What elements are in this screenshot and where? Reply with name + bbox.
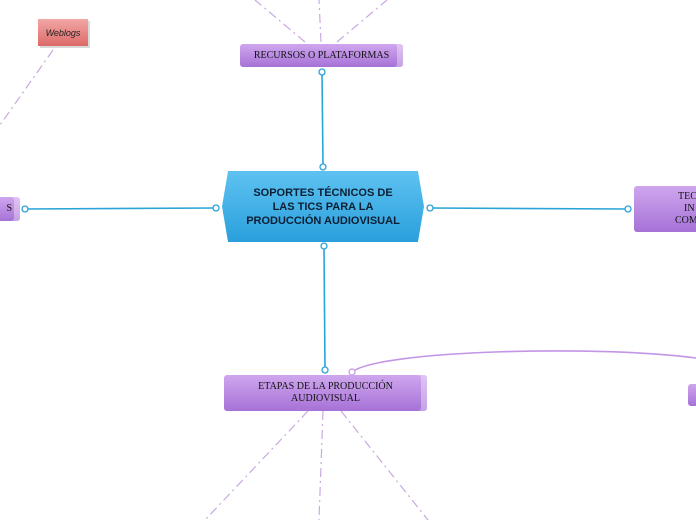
dashed-link-top-3: [336, 0, 388, 43]
dashed-link-bottom-3: [340, 410, 429, 520]
right-partial-node[interactable]: TEC IN COM: [634, 186, 696, 232]
connector-dot[interactable]: [319, 163, 327, 171]
connector-dot[interactable]: [318, 68, 326, 76]
connector-dot[interactable]: [212, 204, 220, 212]
recursos-node[interactable]: RECURSOS O PLATAFORMAS: [240, 44, 403, 67]
dashed-link-top-2: [318, 0, 322, 43]
dashed-link-top-1: [254, 0, 306, 43]
etapas-node[interactable]: ETAPAS DE LA PRODUCCIÓN AUDIOVISUAL: [224, 375, 427, 411]
etapas-label: ETAPAS DE LA PRODUCCIÓN AUDIOVISUAL: [258, 381, 393, 404]
connector-dot[interactable]: [624, 205, 632, 213]
left-partial-node[interactable]: S: [0, 197, 20, 221]
dashed-link-bottom-2: [318, 410, 324, 520]
recursos-label: RECURSOS O PLATAFORMAS: [253, 49, 390, 61]
connector-dot[interactable]: [21, 205, 29, 213]
weblogs-label: Weblogs: [45, 27, 81, 38]
weblogs-node[interactable]: Weblogs: [38, 19, 88, 46]
link-central-right: [429, 207, 629, 210]
central-node[interactable]: SOPORTES TÉCNICOS DE LAS TICS PARA LA PR…: [222, 171, 424, 242]
connector-dot[interactable]: [426, 204, 434, 212]
central-label: SOPORTES TÉCNICOS DE LAS TICS PARA LA PR…: [246, 186, 400, 227]
connector-dot[interactable]: [320, 242, 328, 250]
right-partial-label: TEC IN COM: [675, 191, 696, 226]
connector-dot[interactable]: [321, 366, 329, 374]
link-central-left: [24, 207, 217, 210]
dashed-link-bottom-1: [204, 410, 309, 520]
link-central-recursos: [321, 71, 324, 167]
curved-link-etapas-right: [351, 350, 696, 373]
dashed-link-weblogs: [0, 49, 54, 126]
link-central-etapas: [323, 246, 326, 371]
right-partial-node-2[interactable]: [688, 384, 696, 406]
left-partial-label: S: [6, 203, 12, 214]
